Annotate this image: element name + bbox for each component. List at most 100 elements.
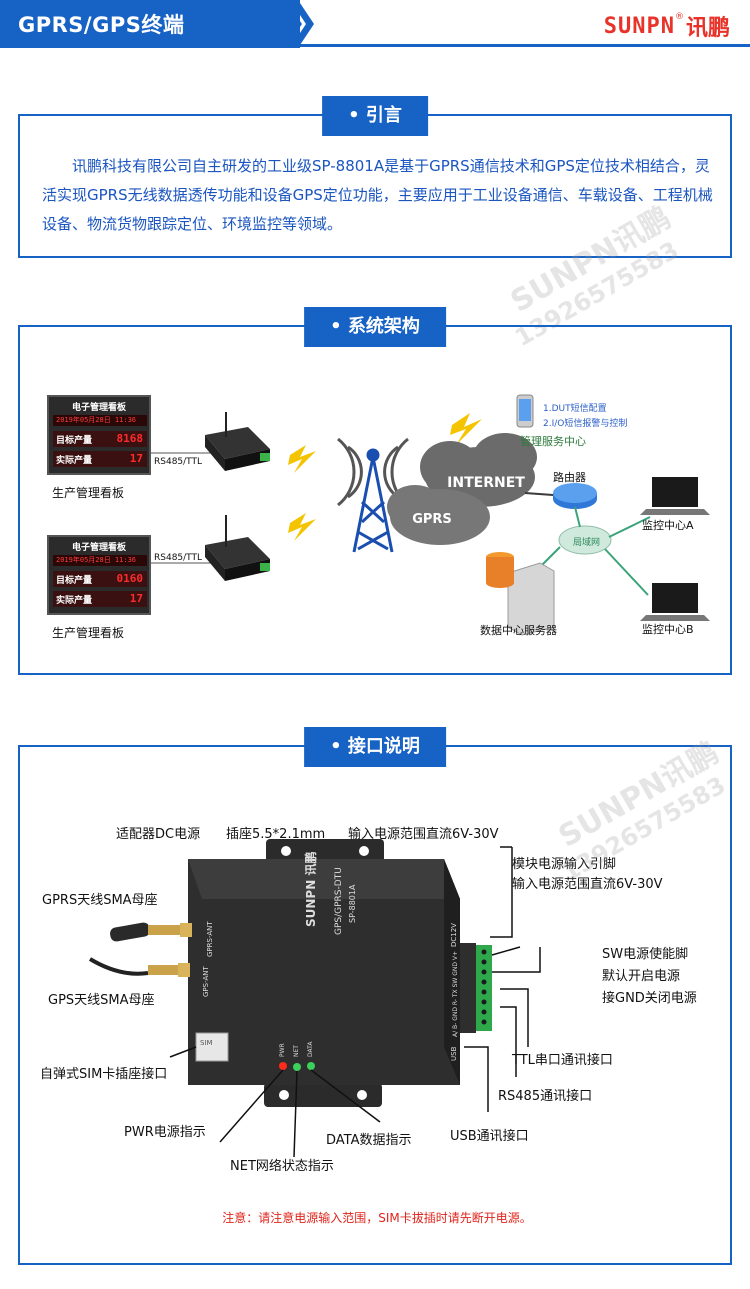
warning-note: 注意：请注意电源输入范围，SIM卡拔插时请先断开电源。 — [222, 1211, 532, 1225]
device-body — [188, 859, 460, 1085]
lan-label: 局域网 — [573, 538, 601, 548]
intro-section: • 引言 讯鹏科技有限公司自主研发的工业级SP-8801A是基于GPRS通信技术… — [18, 96, 732, 258]
gprs-label: GPRS — [412, 512, 452, 527]
gps-antenna-label: GPS天线SMA母座 — [48, 993, 155, 1008]
port-gps-label: GPS-ANT — [202, 966, 210, 997]
gps-antenna-icon — [88, 957, 190, 977]
port-pins-label: A/ B- GND R- TX SW GND V+ — [452, 950, 459, 1037]
device-diagram — [88, 839, 541, 1158]
net-led — [293, 1063, 301, 1071]
phone-icon — [516, 394, 534, 428]
actual-label: 实际产量 — [56, 456, 93, 466]
phone-line-2: 2.I/O短信报警与控制 — [543, 419, 628, 429]
header-bar — [0, 0, 300, 48]
data-label: DATA数据指示 — [326, 1133, 412, 1148]
intro-text: 讯鹏科技有限公司自主研发的工业级SP-8801A是基于GPRS通信技术和GPS定… — [42, 157, 713, 233]
internet-label: INTERNET — [447, 475, 525, 491]
data-led — [307, 1062, 315, 1070]
sw-pin-label: SW电源使能脚 — [602, 947, 689, 962]
board-title: 电子管理看板 — [71, 543, 126, 553]
board-row-target: 目标产量 0160 — [53, 571, 147, 587]
gprs-antenna-icon — [110, 922, 192, 942]
device-brand: SUNPN 讯鹏 — [304, 851, 318, 927]
interface-section: • 接口说明 — [18, 727, 732, 1265]
actual-value: 17 — [129, 592, 143, 605]
net-label: NET网络状态指示 — [230, 1159, 334, 1174]
led-board-2: 电子管理看板 2019年05月28日 11:36 目标产量 0160 实际产量 … — [47, 535, 151, 615]
port-dc-label: DC12V — [450, 923, 458, 947]
laptop-icon-b — [640, 583, 710, 621]
pwr-led — [279, 1062, 287, 1070]
board-date: 2019年05月28日 11:36 — [53, 415, 147, 426]
monitor-a-label: 监控中心A — [642, 519, 694, 532]
interface-label: • 接口说明 — [304, 727, 446, 767]
sim-slot-label: 自弹式SIM卡插座接口 — [40, 1067, 168, 1082]
header-rule — [300, 44, 750, 47]
link-label-1: RS485/TTL — [154, 457, 203, 467]
port-gprs-label: GPRS-ANT — [206, 921, 214, 957]
server-icon — [486, 552, 555, 636]
board-row-target: 目标产量 8168 — [53, 431, 147, 447]
board-row-actual: 实际产量 17 — [53, 591, 147, 607]
pwr-label: PWR电源指示 — [124, 1125, 206, 1140]
dc-adapter-label: 适配器DC电源 — [116, 827, 201, 842]
datacenter-label: 数据中心服务器 — [480, 624, 557, 637]
board-caption-2: 生产管理看板 — [52, 626, 125, 640]
dtu-device-1 — [205, 412, 270, 471]
sim-tag: SIM — [200, 1039, 213, 1047]
mgmt-center-label: 管理服务中心 — [520, 435, 586, 448]
lan-cloud — [558, 525, 612, 555]
plug-label: 插座5.5*2.1mm — [226, 827, 326, 842]
module-range-label: 输入电源范围直流6V-30V — [512, 877, 663, 892]
brand-logo: SUNPN ® 讯鹏 — [604, 10, 730, 42]
actual-value: 17 — [129, 452, 143, 465]
router-icon — [553, 483, 597, 509]
signal-bolt-3 — [450, 413, 482, 445]
input-range-top-label: 输入电源范围直流6V-30V — [348, 827, 499, 842]
board-row-actual: 实际产量 17 — [53, 451, 147, 467]
signal-bolt-1 — [288, 445, 316, 473]
page-title: GPRS/GPS终端 — [18, 13, 185, 37]
link-label-2: RS485/TTL — [154, 553, 203, 563]
phone-line-1: 1.DUT短信配置 — [543, 404, 607, 414]
port-usb-label: USB — [450, 1046, 458, 1061]
ttl-label: TTL串口通讯接口 — [512, 1053, 613, 1068]
board-date: 2019年05月28日 11:36 — [53, 555, 147, 566]
led-board-1: 电子管理看板 2019年05月28日 11:36 目标产量 8168 实际产量 … — [47, 395, 151, 475]
architecture-label: • 系统架构 — [304, 307, 446, 347]
sw-gnd-label: 接GND关闭电源 — [602, 991, 697, 1006]
architecture-diagram: INTERNET GPRS — [151, 394, 710, 636]
actual-label: 实际产量 — [56, 596, 93, 606]
target-value: 8168 — [116, 432, 144, 445]
signal-bolt-2 — [288, 513, 316, 541]
mount-ear-top — [266, 839, 384, 863]
monitor-b-label: 监控中心B — [642, 623, 694, 636]
logo-latin: SUNPN — [603, 13, 675, 39]
board-title: 电子管理看板 — [71, 403, 126, 413]
cell-tower — [352, 448, 394, 553]
logo-registered: ® — [674, 12, 684, 22]
dtu-device-2 — [205, 515, 270, 581]
header-chevrons — [268, 0, 314, 48]
device-model: GPS/GPRS-DTU — [334, 867, 344, 935]
logo-chinese: 讯鹏 — [685, 16, 730, 41]
sw-default-label: 默认开启电源 — [602, 969, 681, 984]
architecture-section: • 系统架构 电子管理看板 2019年05月28日 11:36 目标产量 816… — [18, 307, 732, 675]
gprs-cloud — [387, 485, 490, 545]
device-sku: SP-8801A — [348, 884, 357, 923]
led-data-label: DATA — [307, 1041, 314, 1057]
target-value: 0160 — [116, 572, 144, 585]
laptop-icon-a — [640, 477, 710, 515]
led-pwr-label: PWR — [279, 1043, 286, 1057]
rs485-label: RS485通讯接口 — [498, 1089, 593, 1104]
intro-label: • 引言 — [322, 96, 428, 136]
sim-slot — [195, 1032, 229, 1062]
usb-label: USB通讯接口 — [450, 1129, 529, 1144]
gprs-antenna-label: GPRS天线SMA母座 — [42, 893, 158, 908]
target-label: 目标产量 — [56, 436, 93, 446]
led-net-label: NET — [293, 1045, 300, 1057]
board-caption-1: 生产管理看板 — [52, 486, 125, 500]
module-pin-label: 模块电源输入引脚 — [512, 857, 617, 872]
router-label: 路由器 — [553, 471, 586, 484]
terminal-block — [476, 945, 492, 1031]
